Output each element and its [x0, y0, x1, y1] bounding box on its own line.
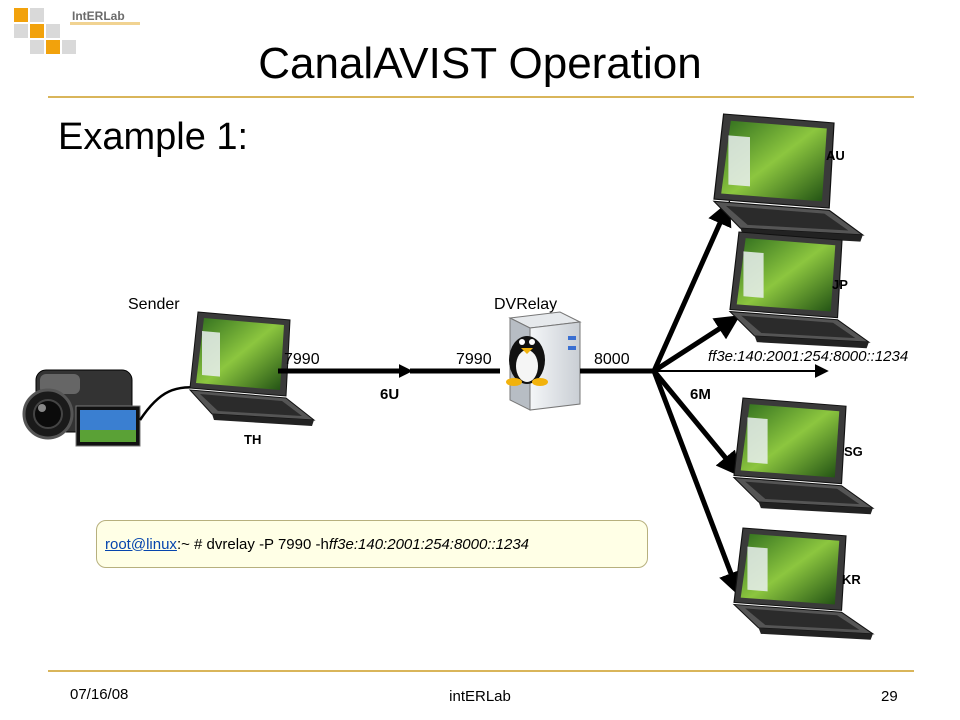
- footer-date: 07/16/08: [70, 686, 129, 703]
- link-unicast-label: 6U: [380, 386, 400, 403]
- linux-penguin-icon: [506, 336, 548, 386]
- sender-label: Sender: [128, 296, 180, 313]
- receiver-au-label: AU: [826, 148, 845, 163]
- command-box: root@linux:~ # dvrelay -P 7990 -h ff3e:1…: [96, 520, 648, 568]
- port-sender: 7990: [284, 351, 320, 368]
- receiver-sg-label: SG: [844, 444, 863, 459]
- example-heading: Example 1:: [58, 116, 249, 158]
- slide-title: CanalAVIST Operation: [258, 39, 702, 88]
- receiver-laptop-jp-icon: [729, 231, 870, 349]
- footer-rule: [48, 670, 914, 672]
- fanout-arrow-kr: [651, 370, 743, 597]
- command-text: :~ # dvrelay -P 7990 -h: [176, 535, 329, 553]
- fanout-arrow-jp: [652, 315, 741, 374]
- footer-org: intERLab: [449, 688, 511, 705]
- command-address: ff3e:140:2001:254:8000::1234: [328, 535, 530, 553]
- receiver-kr-label: KR: [842, 572, 861, 587]
- port-relay-out: 8000: [594, 351, 630, 368]
- video-camera-icon: [22, 369, 141, 447]
- receiver-laptop-au-icon: [713, 113, 864, 243]
- footer-page-number: 29: [881, 688, 898, 705]
- fanout-arrow-sg: [652, 369, 742, 477]
- fanout-arrow-au: [651, 200, 732, 373]
- port-relay-in: 7990: [456, 351, 492, 368]
- logo-text: IntERLab: [72, 9, 125, 23]
- logo-icon: [14, 8, 140, 54]
- relay-label: DVRelay: [494, 296, 558, 313]
- multicast-address: ff3e:140:2001:254:8000::1234: [708, 348, 909, 365]
- user-link[interactable]: root@linux: [105, 535, 177, 553]
- receiver-jp-label: JP: [832, 277, 848, 292]
- sender-name: TH: [244, 432, 262, 447]
- title-rule: [48, 96, 914, 98]
- link-multicast-label: 6M: [690, 386, 711, 403]
